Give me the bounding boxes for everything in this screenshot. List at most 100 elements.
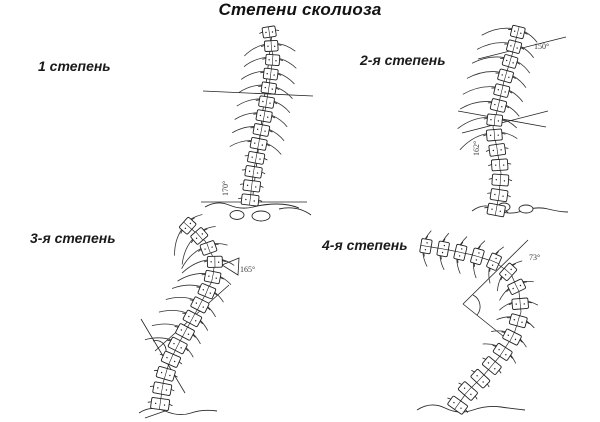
vertebra bbox=[238, 81, 293, 99]
rib-right bbox=[220, 276, 232, 286]
rib-right bbox=[524, 31, 538, 43]
rib-left bbox=[240, 70, 265, 80]
rib-left bbox=[234, 112, 258, 120]
rib-left bbox=[456, 259, 461, 274]
vertebra bbox=[240, 67, 295, 85]
rib-left bbox=[174, 229, 182, 256]
rib-right bbox=[277, 43, 296, 52]
rib-right bbox=[526, 320, 535, 329]
rib-left bbox=[473, 262, 477, 279]
rib-right bbox=[495, 246, 505, 255]
vertebra bbox=[496, 260, 523, 292]
rib-left bbox=[462, 86, 496, 95]
rib-right bbox=[511, 260, 523, 266]
vertebra bbox=[181, 255, 235, 274]
rib-left bbox=[232, 126, 255, 134]
rib-left bbox=[144, 337, 172, 341]
vertebra bbox=[436, 232, 450, 271]
rib-left bbox=[151, 323, 179, 327]
vertebra bbox=[151, 323, 201, 345]
rib-left bbox=[171, 284, 201, 289]
vertebra bbox=[476, 39, 535, 58]
vertebra bbox=[488, 173, 513, 187]
vertebra bbox=[177, 269, 232, 286]
vertebra bbox=[499, 297, 539, 311]
cobb-angle-label: 162° bbox=[472, 141, 481, 156]
rib-left bbox=[488, 267, 491, 284]
rib-right bbox=[512, 75, 527, 88]
rib-left bbox=[229, 140, 252, 147]
rib-left bbox=[244, 43, 265, 57]
rib-right bbox=[185, 347, 194, 358]
vertebra bbox=[239, 179, 264, 193]
vertebra bbox=[244, 39, 296, 57]
rib-right bbox=[442, 232, 450, 242]
vertebra bbox=[462, 83, 524, 103]
vertebra bbox=[147, 397, 173, 411]
rib-right bbox=[190, 214, 203, 220]
vertebra bbox=[481, 24, 538, 43]
degree-4-label: 4-я степень bbox=[322, 237, 408, 253]
rib-left bbox=[481, 27, 513, 36]
vertebra bbox=[486, 246, 505, 284]
vertebra bbox=[491, 328, 527, 348]
vertebra bbox=[499, 278, 534, 301]
rib-left bbox=[482, 343, 497, 346]
vertebra bbox=[159, 350, 183, 368]
vertebra bbox=[171, 283, 224, 303]
vertebra bbox=[496, 313, 535, 329]
vertebra bbox=[457, 381, 478, 401]
rib-right bbox=[192, 333, 201, 345]
cobb-angle-label: 170° bbox=[221, 181, 230, 196]
rib-right bbox=[214, 243, 228, 246]
rib-right bbox=[459, 236, 468, 246]
cobb-angle-label: 165° bbox=[240, 265, 255, 274]
degree-2-label: 2-я степень bbox=[360, 52, 446, 68]
rib-left bbox=[476, 42, 509, 50]
rib-right bbox=[277, 72, 295, 85]
rib-right bbox=[273, 100, 291, 113]
vertebra bbox=[459, 98, 520, 117]
vertebra bbox=[487, 188, 511, 203]
vertebra bbox=[459, 128, 518, 151]
vertebra bbox=[488, 158, 512, 172]
rib-right bbox=[527, 300, 539, 306]
rib-right bbox=[266, 143, 282, 155]
rib-right bbox=[522, 280, 534, 283]
rib-right bbox=[520, 46, 535, 58]
vertebra bbox=[244, 151, 268, 165]
rib-left bbox=[238, 84, 263, 93]
vertebra bbox=[485, 143, 509, 157]
vertebra bbox=[482, 342, 517, 364]
vertebra bbox=[181, 226, 216, 265]
measurement-lines bbox=[140, 257, 240, 394]
degree-3-label: 3-я степень bbox=[30, 230, 116, 246]
rib-right bbox=[269, 129, 285, 142]
rib-right bbox=[502, 118, 518, 129]
rib-right bbox=[276, 86, 293, 99]
pelvis-sketch bbox=[138, 408, 218, 419]
page-title: Степени сколиоза bbox=[218, 0, 382, 19]
vertebra bbox=[234, 109, 288, 128]
rib-left bbox=[158, 309, 187, 314]
rib-right bbox=[207, 306, 216, 318]
rib-right bbox=[424, 230, 432, 240]
pelvis-sketch bbox=[204, 202, 312, 222]
rib-left bbox=[422, 252, 428, 267]
vertebra bbox=[165, 296, 216, 318]
rib-left bbox=[459, 101, 492, 110]
vertebra bbox=[236, 95, 291, 113]
rib-right bbox=[505, 104, 520, 117]
vertebra bbox=[484, 202, 509, 218]
cobb-angle-label: 150° bbox=[534, 42, 549, 51]
vertebra bbox=[158, 309, 209, 331]
spine-drawing-degree-1: 170° bbox=[201, 25, 314, 222]
rib-left bbox=[177, 273, 206, 282]
rib-left bbox=[471, 56, 505, 64]
vertebra bbox=[470, 369, 491, 389]
rib-right bbox=[271, 115, 288, 128]
vertebra bbox=[419, 230, 433, 267]
rib-left bbox=[491, 330, 506, 332]
rib-right bbox=[516, 61, 531, 74]
rib-right bbox=[509, 90, 524, 103]
